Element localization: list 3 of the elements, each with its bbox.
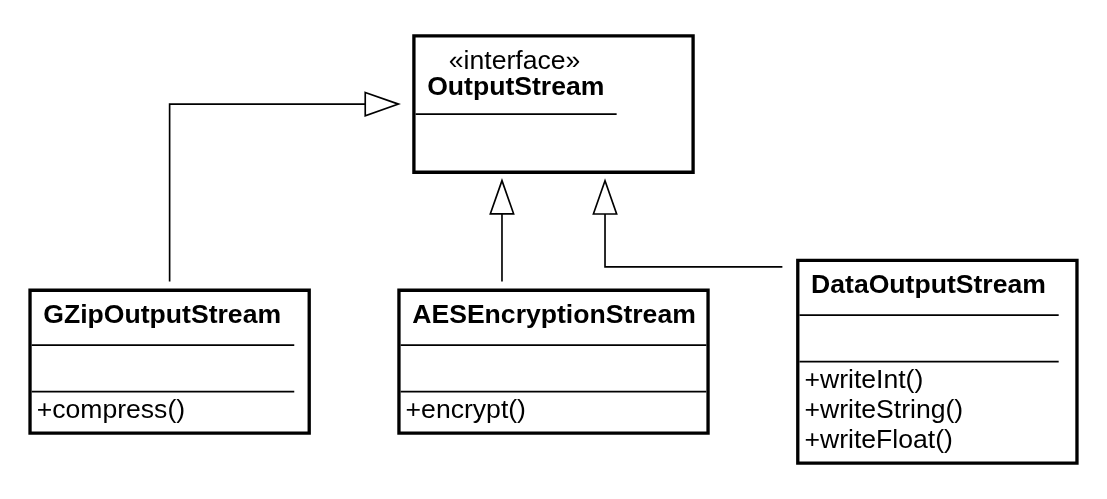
arrow [489,178,515,283]
arrow [592,178,784,268]
arrow [168,91,401,283]
